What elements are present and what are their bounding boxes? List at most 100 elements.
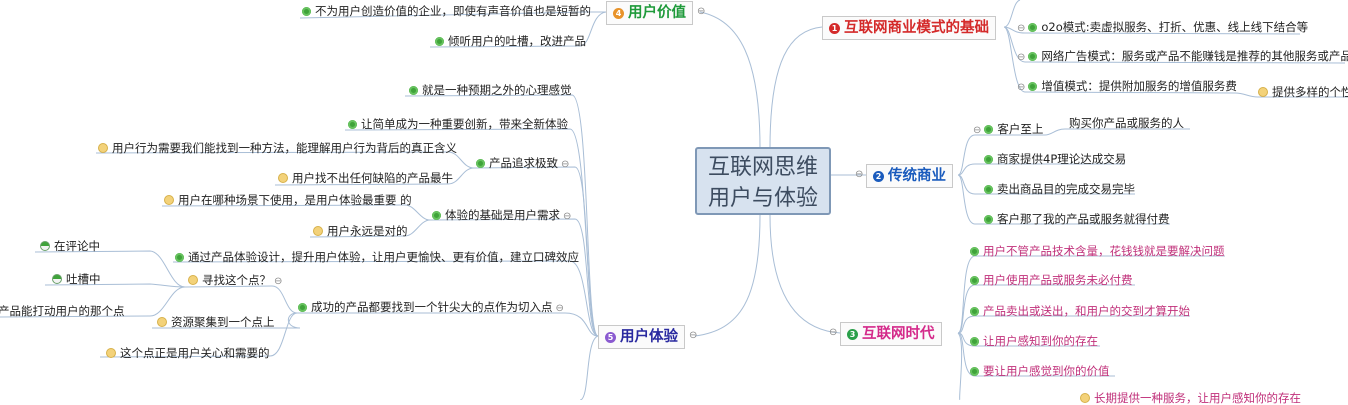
- list-item[interactable]: 让简单成为一种重要创新，带来全新体验: [348, 117, 568, 131]
- collapse-icon[interactable]: ⊖: [274, 276, 283, 287]
- list-item[interactable]: 提供多样的个性: [1258, 85, 1348, 99]
- list-item[interactable]: 用户不管产品技术含量，花钱钱就是要解决问题: [970, 244, 1225, 258]
- list-item[interactable]: 用户在哪种场景下使用，是用户体验最重要 的: [164, 193, 412, 207]
- collapse-icon[interactable]: ⊖: [973, 125, 982, 136]
- list-item[interactable]: 用户行为需要我们能找到一种方法，能理解用户行为背后的真正含义: [98, 141, 457, 155]
- priority-4-icon: 4: [613, 8, 624, 19]
- connector: [957, 284, 1135, 334]
- branch-label: 传统商业: [888, 168, 946, 184]
- list-item[interactable]: 寻找这个点？⊖: [188, 273, 285, 289]
- idea-icon: [1258, 87, 1268, 97]
- list-item[interactable]: ⊖o2o模式:卖虚拟服务、打折、优惠、线上线下结合等: [1017, 20, 1309, 34]
- connector: [34, 250, 186, 288]
- connector: [1044, 128, 1190, 136]
- check-icon: [476, 159, 485, 168]
- collapse-icon[interactable]: ⊖: [689, 330, 698, 341]
- check-icon: [984, 215, 993, 224]
- list-item[interactable]: 用户永远是对的: [313, 224, 408, 238]
- idea-icon: [157, 317, 167, 327]
- connector: [1003, 0, 1021, 28]
- central-line-1: 互联网思维: [707, 155, 818, 180]
- branch-internet-era[interactable]: 3 互联网时代: [840, 322, 942, 346]
- collapse-icon[interactable]: ⊖: [1017, 82, 1026, 93]
- list-item[interactable]: 在评论中: [40, 239, 100, 253]
- idea-icon: [1080, 393, 1090, 403]
- list-item[interactable]: 产品追求极致⊖: [476, 156, 572, 172]
- connector: [957, 163, 1125, 176]
- idea-icon: [98, 143, 108, 153]
- check-icon: [984, 185, 993, 194]
- list-item[interactable]: 产品能打动用户的那个点: [0, 304, 125, 318]
- list-item[interactable]: 倾听用户的吐槽，改进产品: [435, 34, 586, 48]
- collapse-icon[interactable]: ⊖: [561, 159, 570, 170]
- list-item[interactable]: 不为用户创造价值的企业，即使有声音价值也是短暂的: [302, 4, 591, 18]
- connector: [957, 134, 1045, 176]
- check-icon: [970, 307, 979, 316]
- check-icon: [175, 253, 184, 262]
- connector: [297, 312, 599, 337]
- connector: [473, 166, 599, 337]
- branch-label: 互联网时代: [862, 326, 935, 342]
- priority-1-icon: 1: [829, 23, 840, 34]
- check-icon: [1028, 82, 1038, 91]
- list-item[interactable]: 要让用户感觉到你的价值: [970, 364, 1110, 378]
- connector: [0, 286, 186, 318]
- connector: [95, 151, 475, 169]
- list-item[interactable]: 这个点正是用户关心和需要的: [106, 346, 270, 360]
- idea-icon: [106, 348, 116, 358]
- check-icon: [984, 125, 994, 134]
- list-item[interactable]: 购买你产品或服务的人: [1069, 116, 1184, 130]
- connector: [769, 214, 841, 334]
- connector: [274, 167, 475, 186]
- collapse-icon[interactable]: ⊖: [1017, 23, 1026, 34]
- collapse-icon[interactable]: ⊖: [555, 303, 564, 314]
- list-item[interactable]: 长期提供一种服务，让用户感知你的存在: [1080, 391, 1301, 405]
- check-icon: [970, 247, 979, 256]
- list-item[interactable]: 通过产品体验设计，提升用户体验，让用户更愉快、更有价值，建立口碑效应: [175, 250, 579, 264]
- list-item[interactable]: 体验的基础是用户需求⊖: [432, 208, 574, 224]
- idea-icon: [278, 173, 288, 183]
- connector: [699, 11, 761, 149]
- list-item[interactable]: ⊖增值模式：提供附加服务的增值服务费: [1017, 79, 1237, 93]
- connector: [309, 219, 431, 238]
- half-progress-icon: [40, 241, 50, 251]
- list-item[interactable]: 产品卖出或送出，和用户的交到才算开始: [970, 304, 1190, 318]
- list-item[interactable]: 商家提供4P理论达成交易: [984, 152, 1126, 166]
- list-item[interactable]: 客户那了我的产品或服务就得付费: [984, 212, 1170, 226]
- collapse-icon[interactable]: ⊖: [855, 169, 864, 180]
- check-icon: [298, 303, 307, 312]
- list-item[interactable]: 让用户感知到你的存在: [970, 334, 1098, 348]
- list-item[interactable]: 资源聚集到一个点上: [157, 315, 275, 329]
- central-topic[interactable]: 互联网思维 用户与体验: [695, 147, 831, 215]
- collapse-icon[interactable]: ⊖: [697, 6, 706, 17]
- list-item[interactable]: ⊖客户至上: [973, 122, 1044, 136]
- list-item[interactable]: ⊖网络广告模式：服务或产品不能赚钱是推荐的其他服务或产品: [1017, 49, 1348, 63]
- connector: [1003, 26, 1236, 94]
- connector: [1234, 92, 1348, 98]
- priority-5-icon: 5: [605, 332, 616, 343]
- list-item[interactable]: 就是一种预期之外的心理感觉: [409, 83, 572, 97]
- connector: [404, 94, 599, 337]
- collapse-icon[interactable]: ⊖: [563, 211, 572, 222]
- connector: [957, 315, 1190, 334]
- idea-icon: [313, 226, 323, 236]
- collapse-icon[interactable]: ⊖: [1017, 52, 1026, 63]
- check-icon: [1028, 52, 1038, 61]
- list-item[interactable]: 用户使用产品或服务未必付费: [970, 273, 1133, 287]
- connector: [1003, 26, 1301, 35]
- list-item[interactable]: 用户找不出任何缺陷的产品最牛: [278, 171, 453, 185]
- collapse-icon[interactable]: ⊖: [829, 327, 838, 338]
- priority-3-icon: 3: [847, 329, 858, 340]
- check-icon: [984, 155, 993, 164]
- list-item[interactable]: 卖出商品目的完成交易完毕: [984, 182, 1135, 196]
- connector: [429, 218, 599, 337]
- connector: [579, 335, 599, 400]
- list-item[interactable]: 吐槽中: [52, 272, 101, 286]
- list-item[interactable]: 成功的产品都要找到一个针尖大的点作为切入点⊖: [298, 300, 567, 316]
- connector: [957, 332, 963, 400]
